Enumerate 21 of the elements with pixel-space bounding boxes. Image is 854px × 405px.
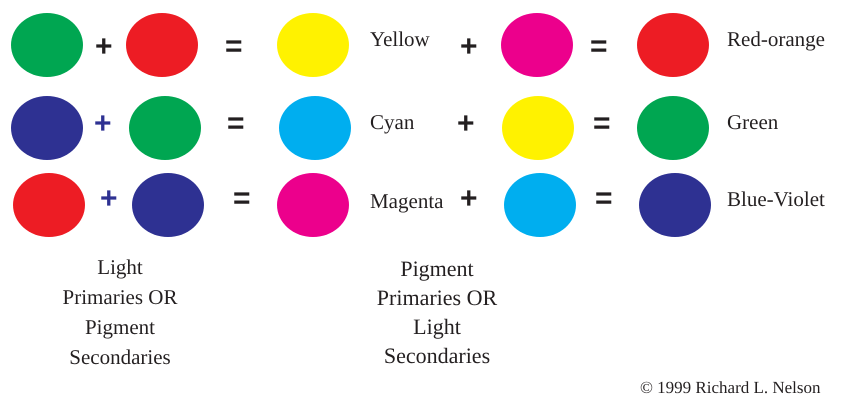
equals-sign: = (595, 184, 613, 214)
plus-sign: + (457, 109, 475, 139)
plus-sign: + (460, 184, 478, 214)
color-name: Red-orange (727, 27, 825, 52)
copyright-note: © 1999 Richard L. Nelson (640, 378, 821, 398)
group-caption: Light Primaries OR Pigment Secondaries (62, 254, 178, 371)
plus-sign: + (100, 184, 118, 214)
group-caption: Pigment Primaries OR Light Secondaries (376, 255, 498, 370)
plus-sign: + (460, 32, 478, 62)
equals-sign: = (225, 32, 243, 62)
color-name: Magenta (370, 189, 444, 214)
color-name: Blue-Violet (727, 187, 825, 212)
color-name: Cyan (370, 110, 414, 135)
plus-sign: + (95, 32, 113, 62)
color-name: Green (727, 110, 778, 135)
equals-sign: = (233, 184, 251, 214)
plus-sign: + (94, 109, 112, 139)
equals-sign: = (590, 32, 608, 62)
equals-sign: = (227, 109, 245, 139)
color-name: Yellow (370, 27, 430, 52)
equals-sign: = (593, 109, 611, 139)
